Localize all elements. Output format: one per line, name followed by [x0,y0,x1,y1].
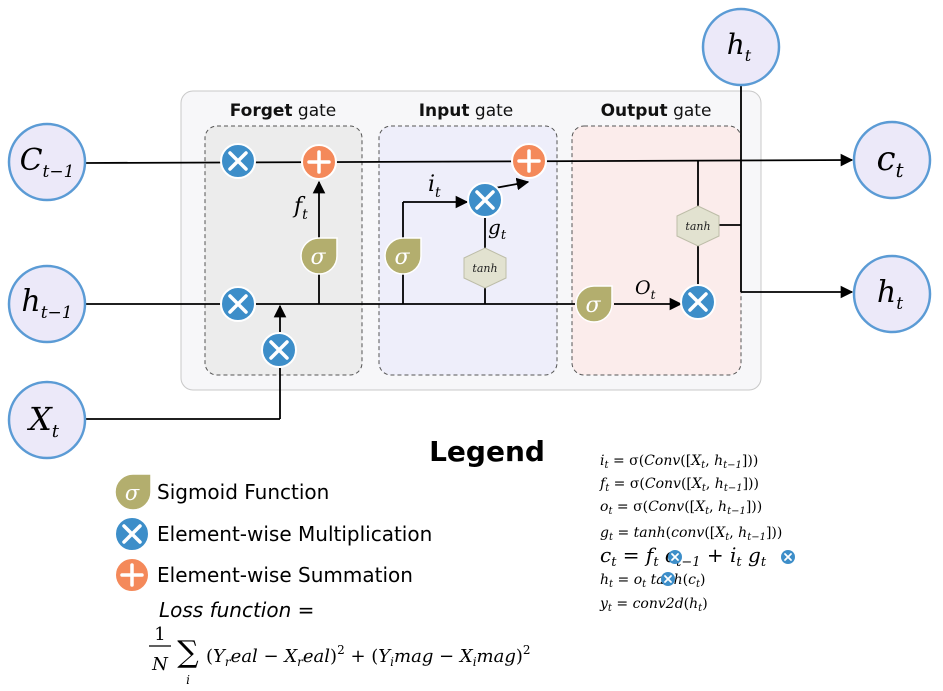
cell-state-line [85,153,854,167]
output-multiply-icon [680,284,716,320]
svg-text:ht: ht [727,28,752,65]
c-t-node: ct [852,120,932,200]
svg-text:(Yreal − Xreal)2 + (Yimag − Xi: (Yreal − Xreal)2 + (Yimag − Ximag)2 [206,643,531,669]
c-prev-node: Ct−1 [7,122,87,202]
input-sigmoid-icon: σ [384,237,422,275]
svg-text:ht: ht [877,275,903,314]
svg-text:ht−1: ht−1 [21,284,72,323]
svg-text:σ: σ [394,245,410,270]
output-sigmoid-icon: σ [575,285,613,323]
svg-text:σ: σ [310,245,326,270]
loss-title: Loss function = [159,598,314,622]
eq-c-multiply-icon-1 [668,550,682,564]
equations: it = σ(Conv([Xt, ht−1])) ft = σ(Conv([Xt… [599,453,782,614]
legend-sum-icon [114,557,150,593]
output-gate-path [697,86,854,299]
eq-c: ct = ft ct−1 + it gt [600,543,767,570]
h-t-top-node: ht [701,7,781,87]
it-label: it [428,172,441,201]
h-prev-node: ht−1 [7,264,87,344]
eq-i: it = σ(Conv([Xt, ht−1])) [600,453,758,471]
svg-text:σ: σ [585,293,601,318]
input-gate-path [402,177,530,304]
input-tanh-icon: tanh [463,247,507,289]
legend-sigmoid-label: Sigmoid Function [157,480,329,504]
svg-text:σ: σ [125,481,140,505]
h-t-out-node: ht [852,254,932,334]
output-gate-title: Output gate [601,101,712,121]
legend-sigmoid-icon: σ [114,473,152,511]
output-gate-box [571,125,742,376]
input-gate-multiply-icon [467,182,503,218]
legend-sum-label: Element-wise Summation [157,563,413,587]
forget-multiply-icon [220,143,256,179]
output-tanh-icon: tanh [676,205,720,247]
forget-sigmoid-icon: σ [300,237,338,275]
eq-g: gt = tanh(conv([Xt, ht−1])) [600,525,782,543]
legend-multiply-label: Element-wise Multiplication [157,522,432,546]
input-sum-icon [511,143,547,179]
svg-text:N: N [151,654,169,675]
ot-label: Ot [635,277,656,302]
svg-text:Xt: Xt [26,400,60,442]
legend-multiply-icon [114,516,150,552]
input-x-multiply-icon [261,332,297,368]
gt-label: gt [488,215,507,243]
svg-text:ct: ct [876,139,904,182]
input-gate-box [378,125,558,376]
svg-text:i: i [186,673,190,687]
eq-c-multiply-icon-2 [781,550,795,564]
x-t-node: Xt [7,380,87,460]
input-gate-title: Input gate [419,101,514,121]
eq-h: ht = ot tanh(ct) [600,572,705,590]
legend-title: Legend [429,435,545,468]
eq-h-multiply-icon [661,572,675,586]
svg-text:tanh: tanh [685,220,710,233]
eq-y: yt = conv2d(ht) [599,596,708,614]
svg-text:∑: ∑ [177,635,199,670]
svg-text:Ct−1: Ct−1 [20,143,75,182]
forget-gate-title: Forget gate [230,101,337,121]
loss-formula: 1 N ∑ i (Yreal − Xreal)2 + (Yimag − Xima… [149,624,531,687]
eq-o: ot = σ(Conv([Xt, ht−1])) [600,499,762,517]
hidden-multiply-icon [220,286,256,322]
input-x-line [86,304,287,420]
svg-text:tanh: tanh [472,262,497,275]
eq-f: ft = σ(Conv([Xt, ht−1])) [599,476,759,494]
svg-text:1: 1 [154,624,165,645]
forget-sum-icon [301,144,337,180]
